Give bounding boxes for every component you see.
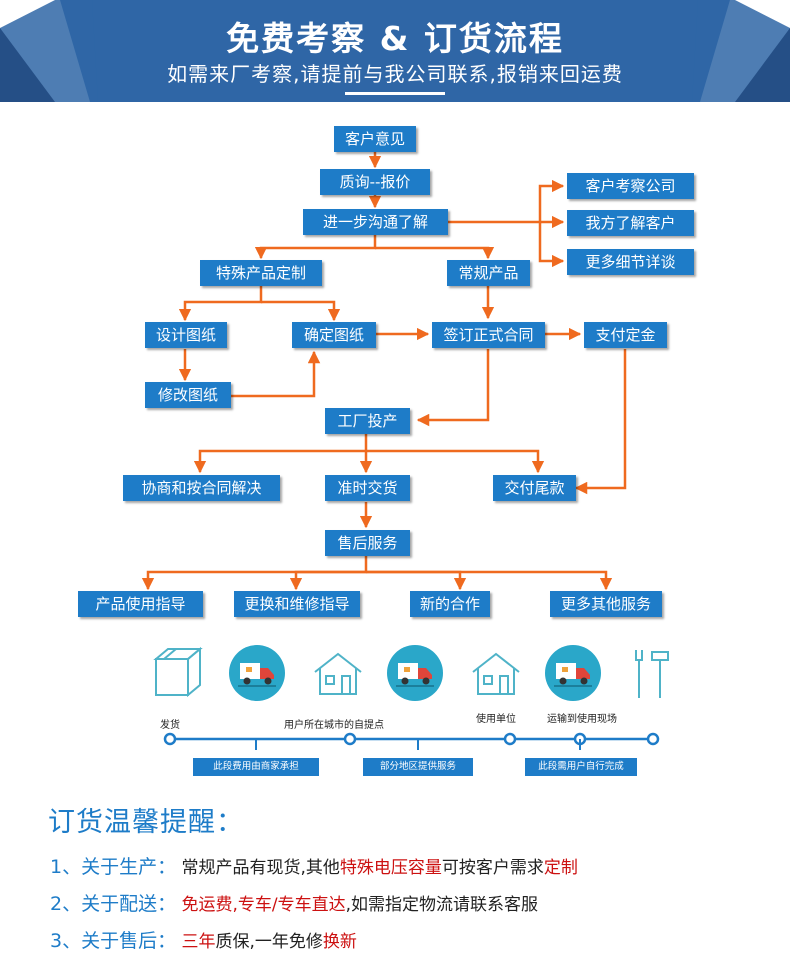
banner-shape xyxy=(0,0,790,102)
flow-arrows xyxy=(141,151,627,591)
tip-highlight: 定制 xyxy=(543,858,578,878)
tip-heading: 关于配送： xyxy=(81,893,177,915)
truck-icon xyxy=(387,645,443,701)
tip-number: 1、 xyxy=(50,856,82,878)
node-pay-balance: 交付尾款 xyxy=(493,475,576,501)
tip-delivery: 2、关于配送： 免运费,专车/专车直达,如需指定物流请联系客服 xyxy=(50,889,538,916)
node-pay-deposit: 支付定金 xyxy=(584,322,667,348)
tip-text: 常规产品有现货,其他 xyxy=(181,858,340,878)
node-on-time-delivery: 准时交货 xyxy=(325,475,410,501)
node-replace-repair: 更换和维修指导 xyxy=(234,591,360,617)
tip-number: 3、 xyxy=(50,930,82,952)
step-label-city-pickup: 用户所在城市的自提点 xyxy=(284,720,384,731)
page-title: 免费考察 & 订货流程 xyxy=(226,19,564,58)
tip-highlight: 换新 xyxy=(322,932,357,952)
tip-text: ,如需指定物流请联系客服 xyxy=(345,895,539,915)
logistics-timeline xyxy=(163,732,660,750)
house-icon xyxy=(314,652,362,695)
tip-after-sales: 3、关于售后： 三年质保,一年免修换新 xyxy=(50,926,357,953)
node-sign-contract: 签订正式合同 xyxy=(432,322,545,348)
node-design-drawing: 设计图纸 xyxy=(145,322,227,348)
box-icon xyxy=(153,646,203,698)
tip-highlight: 免运费,专车/专车直达 xyxy=(181,895,346,915)
tips-title: 订货温馨提醒： xyxy=(48,807,244,838)
node-further-communication: 进一步沟通了解 xyxy=(303,209,448,235)
truck-icon xyxy=(229,645,285,701)
house-icon xyxy=(472,652,520,695)
node-more-details: 更多细节详谈 xyxy=(567,249,694,275)
tip-text: 可按客户需求 xyxy=(441,858,544,878)
segment-label-partial: 部分地区提供服务 xyxy=(363,758,473,776)
tip-production: 1、关于生产： 常规产品有现货,其他特殊电压容量可按客户需求定制 xyxy=(50,852,578,879)
node-customer-opinion: 客户意见 xyxy=(334,126,416,152)
tip-number: 2、 xyxy=(50,893,82,915)
node-inquiry-quote: 质询--报价 xyxy=(320,169,430,195)
node-after-sales: 售后服务 xyxy=(325,530,410,556)
node-usage-guidance: 产品使用指导 xyxy=(78,591,203,617)
step-label-ship: 发货 xyxy=(160,720,180,731)
segment-label-user: 此段需用户自行完成 xyxy=(525,758,637,776)
segment-label-merchant: 此段费用由商家承担 xyxy=(193,758,319,776)
node-negotiate: 协商和按合同解决 xyxy=(123,475,280,501)
tip-heading: 关于售后： xyxy=(81,930,177,952)
node-visit-company: 客户考察公司 xyxy=(567,173,694,199)
node-know-customer: 我方了解客户 xyxy=(567,210,694,236)
node-regular-product: 常规产品 xyxy=(447,260,530,286)
node-confirm-drawing: 确定图纸 xyxy=(292,322,376,348)
node-other-services: 更多其他服务 xyxy=(550,591,662,617)
tip-heading: 关于生产： xyxy=(81,856,177,878)
header-banner: 免费考察 & 订货流程 如需来厂考察,请提前与我公司联系,报销来回运费 xyxy=(0,0,790,110)
step-label-site: 运输到使用现场 xyxy=(547,714,617,725)
tip-highlight: 特殊电压容量 xyxy=(339,858,442,878)
page-subtitle: 如需来厂考察,请提前与我公司联系,报销来回运费 xyxy=(167,62,623,86)
truck-icon xyxy=(545,645,601,701)
node-factory-production: 工厂投产 xyxy=(325,408,410,434)
node-special-product: 特殊产品定制 xyxy=(200,260,322,286)
tip-highlight: 三年 xyxy=(181,932,216,952)
tip-text: 质保,一年免修 xyxy=(215,932,323,952)
step-label-user-unit: 使用单位 xyxy=(476,714,516,725)
node-modify-drawing: 修改图纸 xyxy=(145,382,231,408)
tools-icon xyxy=(635,650,669,698)
node-new-cooperation: 新的合作 xyxy=(410,591,490,617)
